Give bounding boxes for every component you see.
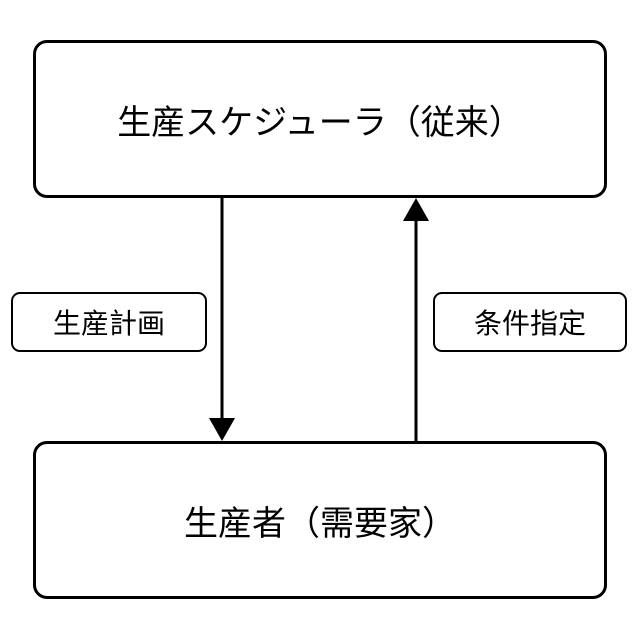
edge-label-production-plan-text: 生産計画: [53, 302, 165, 342]
edge-label-production-plan: 生産計画: [11, 292, 207, 352]
arrow-down-head: [209, 418, 235, 441]
node-producer-label: 生産者（需要家）: [184, 496, 456, 545]
arrow-up-head: [403, 198, 429, 221]
node-production-scheduler: 生産スケジューラ（従来）: [33, 40, 607, 198]
node-production-scheduler-label: 生産スケジューラ（従来）: [117, 95, 523, 144]
node-producer: 生産者（需要家）: [33, 441, 607, 599]
edge-label-condition-spec-text: 条件指定: [474, 302, 586, 342]
edge-label-condition-spec: 条件指定: [433, 292, 627, 352]
